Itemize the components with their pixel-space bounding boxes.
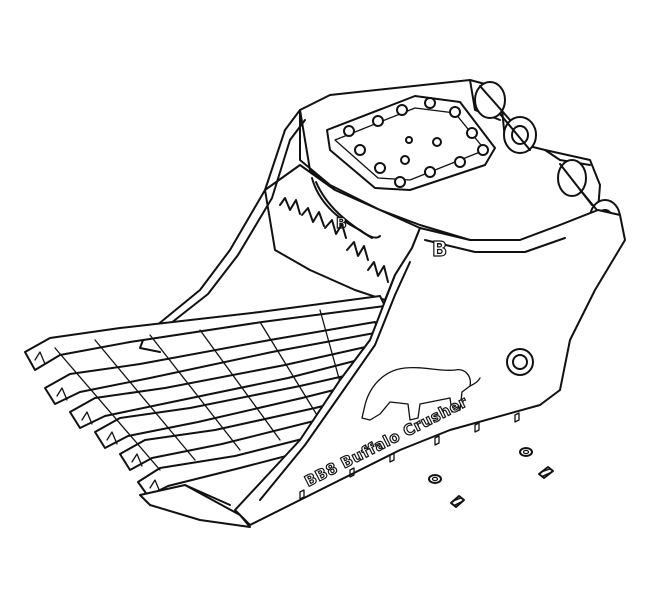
nut-right — [519, 447, 533, 457]
bucket-floor — [139, 484, 251, 528]
crusher-teeth — [279, 197, 389, 283]
mounting-plate — [326, 95, 496, 191]
buffalo-silhouette — [361, 366, 471, 421]
nut-left — [428, 474, 442, 484]
loose-hardware — [428, 447, 554, 508]
upper-pin — [474, 81, 537, 154]
side-logo: B — [432, 237, 448, 261]
plate-bolts — [343, 97, 489, 188]
